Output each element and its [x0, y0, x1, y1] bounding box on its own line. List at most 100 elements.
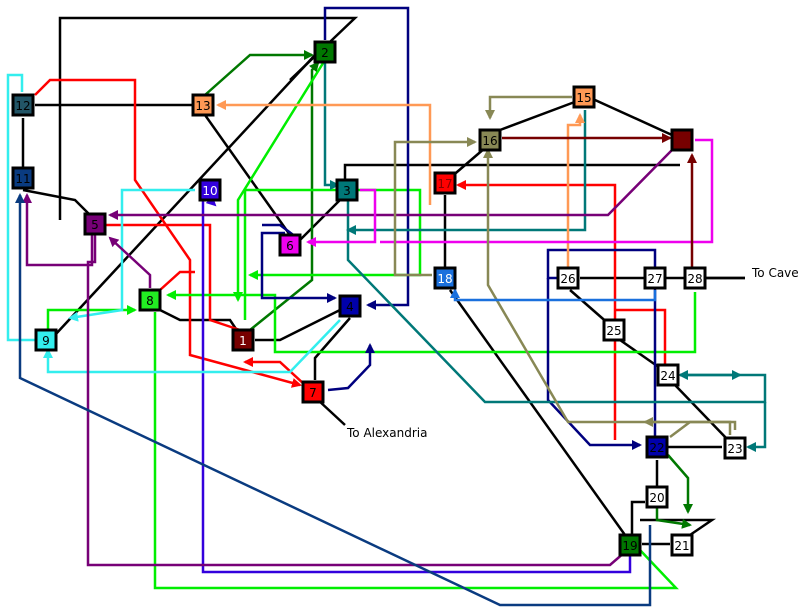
room-node-23: 23 — [723, 436, 747, 460]
room-node-box — [313, 40, 337, 64]
room-node-25: 25 — [602, 318, 626, 342]
room-node-box — [335, 178, 359, 202]
room-node-box — [433, 171, 457, 195]
room-node-label: 7 — [309, 386, 317, 400]
connector-navy-26-22b — [546, 278, 642, 450]
room-node-box — [643, 266, 667, 290]
connector-lime-9-8 — [46, 305, 137, 330]
room-node-16: 16 — [478, 128, 502, 152]
room-node-10: 10 — [198, 178, 222, 202]
room-node-box — [723, 436, 747, 460]
room-node-label: 16 — [482, 134, 497, 148]
connector-teal-2-3 — [323, 62, 340, 190]
connector-magenta-3-6 — [306, 188, 377, 247]
room-node-label: 17 — [437, 177, 452, 191]
connector-black-24-23 — [674, 384, 729, 441]
connector-black-11-5 — [22, 188, 91, 216]
room-node-4: 4 — [338, 294, 362, 318]
room-node-8: 8 — [138, 288, 162, 312]
room-node-label: 22 — [649, 441, 664, 455]
room-node-box — [83, 212, 107, 236]
connector-black-25-24 — [619, 338, 661, 370]
room-node-box — [478, 128, 502, 152]
room-node-box — [34, 328, 58, 352]
connector-teal-15-3 — [346, 110, 587, 235]
room-node-19: 19 — [618, 533, 642, 557]
room-node-box — [572, 85, 596, 109]
connector-black-13-6 — [203, 114, 292, 236]
connector-teal-3-24 — [346, 200, 767, 404]
connector-red-8-6 — [159, 270, 195, 291]
connector-olive-15-16 — [485, 95, 572, 120]
room-node-9: 9 — [34, 328, 58, 352]
room-node-label: 21 — [674, 539, 689, 553]
connector-purple-8-5 — [108, 236, 152, 288]
room-node-2: 2 — [313, 40, 337, 64]
connector-red-22-17 — [456, 180, 617, 440]
room-node-3: 3 — [335, 178, 359, 202]
room-node-box — [138, 288, 162, 312]
room-node-20: 20 — [645, 485, 669, 509]
room-node-label: 15 — [576, 91, 591, 105]
room-node-label: 20 — [649, 491, 664, 505]
room-node-label: 26 — [560, 272, 575, 286]
room-node-5: 5 — [83, 212, 107, 236]
connector-purple-5-11 — [22, 193, 94, 267]
room-node-label: 4 — [346, 300, 354, 314]
room-node-6: 6 — [278, 233, 302, 257]
connector-red-5-1 — [105, 223, 241, 332]
connector-black-15-14 — [594, 98, 673, 137]
room-node-label: 23 — [727, 442, 742, 456]
room-node-26: 26 — [556, 266, 580, 290]
room-node-label: 5 — [91, 218, 99, 232]
room-node-box — [556, 266, 580, 290]
room-node-box — [231, 328, 255, 352]
room-node-box — [618, 533, 642, 557]
connector-lime-28-8 — [166, 290, 697, 354]
connector-darkblue-19-11 — [15, 193, 652, 607]
room-node-17: 17 — [433, 171, 457, 195]
room-node-box — [670, 128, 694, 152]
room-node-13: 13 — [191, 93, 215, 117]
room-node-22: 22 — [645, 435, 669, 459]
room-node-label: 6 — [286, 239, 294, 253]
room-node-label: 25 — [606, 324, 621, 338]
connector-black-7-4 — [313, 317, 351, 380]
room-node-label: 24 — [660, 369, 675, 383]
connector-orange-17-13 — [216, 100, 432, 205]
room-node-14: 14 — [670, 128, 694, 152]
room-node-21: 21 — [670, 533, 694, 557]
room-node-label: 11 — [15, 172, 30, 186]
room-node-27: 27 — [643, 266, 667, 290]
connector-navy-2-4 — [323, 6, 410, 310]
connector-black-16-15 — [499, 98, 581, 132]
room-node-box — [11, 166, 35, 190]
connector-olive-23-22 — [669, 420, 737, 438]
connector-green-13-2 — [204, 50, 314, 96]
room-node-box — [433, 266, 457, 290]
room-node-15: 15 — [572, 85, 596, 109]
connector-cyan-9-12 — [6, 73, 36, 342]
room-node-box — [656, 363, 680, 387]
connector-azure-27-18 — [450, 288, 657, 302]
room-node-box — [11, 93, 35, 117]
room-node-18: 18 — [433, 266, 457, 290]
room-node-label: 2 — [321, 46, 329, 60]
connector-blue-10-19 — [201, 200, 632, 574]
room-node-label: 13 — [195, 99, 210, 113]
connector-lime-2-9 — [233, 59, 327, 302]
room-node-label: 18 — [437, 272, 452, 286]
room-node-box — [338, 294, 362, 318]
connector-purple-5-19 — [86, 235, 626, 567]
room-node-box — [645, 435, 669, 459]
room-node-12: 12 — [11, 93, 35, 117]
room-node-label: 14 — [674, 134, 689, 148]
connector-red-7-1 — [243, 357, 306, 386]
connector-black-1-4 — [255, 308, 341, 342]
connector-black-9-2 — [54, 54, 316, 336]
connector-navy-26-22 — [546, 248, 657, 436]
connector-red-25-24 — [615, 308, 667, 365]
connector-navy-6-4 — [260, 231, 337, 303]
